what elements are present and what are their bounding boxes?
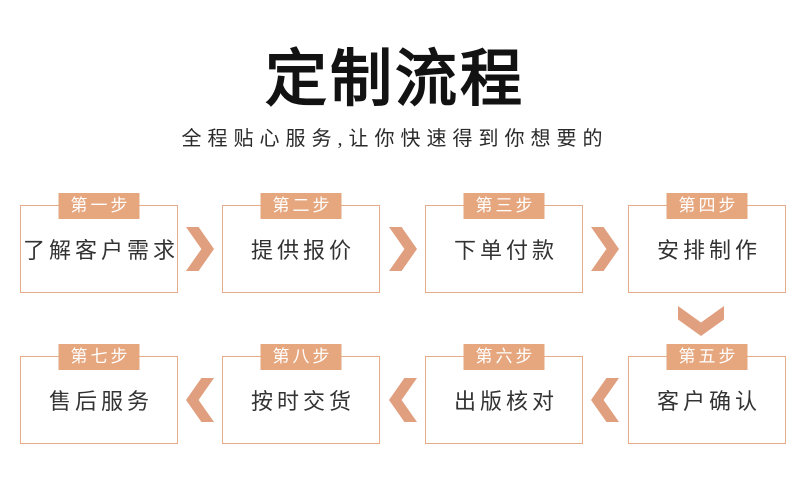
chevron-left-icon [186, 378, 214, 422]
chevron-left-icon [389, 378, 417, 422]
step-4-title: 安排制作 [656, 238, 761, 263]
chevron-down-icon [678, 306, 724, 336]
step-box-7: 第七步 售后服务 [20, 344, 178, 444]
chevron-left-icon [591, 378, 619, 422]
step-7-badge: 第七步 [58, 344, 140, 370]
step-1-badge: 第一步 [58, 193, 140, 219]
step-4-badge: 第四步 [666, 193, 748, 219]
chevron-right-icon [591, 227, 619, 271]
chevron-right-icon [186, 227, 214, 271]
step-box-1: 第一步 了解客户需求 [20, 193, 180, 293]
step-5-badge: 第五步 [666, 344, 748, 370]
step-8-title: 按时交货 [250, 389, 355, 414]
step-box-2: 第二步 提供报价 [222, 193, 380, 293]
step-box-4: 第四步 安排制作 [628, 193, 786, 293]
step-6-title: 出版核对 [453, 389, 558, 414]
step-8-badge: 第八步 [260, 344, 342, 370]
step-box-6: 第六步 出版核对 [425, 344, 583, 444]
page-subtitle: 全程贴心服务,让你快速得到你想要的 [181, 128, 609, 150]
step-2-title: 提供报价 [250, 238, 355, 263]
step-box-3: 第三步 下单付款 [425, 193, 583, 293]
step-5-title: 客户确认 [656, 389, 761, 414]
step-box-8: 第八步 按时交货 [222, 344, 380, 444]
step-3-title: 下单付款 [453, 238, 558, 263]
step-3-badge: 第三步 [463, 193, 545, 219]
step-2-badge: 第二步 [260, 193, 342, 219]
chevron-right-icon [389, 227, 417, 271]
step-box-5: 第五步 客户确认 [628, 344, 786, 444]
step-7-title: 售后服务 [48, 389, 153, 414]
step-6-badge: 第六步 [463, 344, 545, 370]
step-1-title: 了解客户需求 [23, 238, 180, 263]
page-title: 定制流程 [264, 46, 525, 114]
